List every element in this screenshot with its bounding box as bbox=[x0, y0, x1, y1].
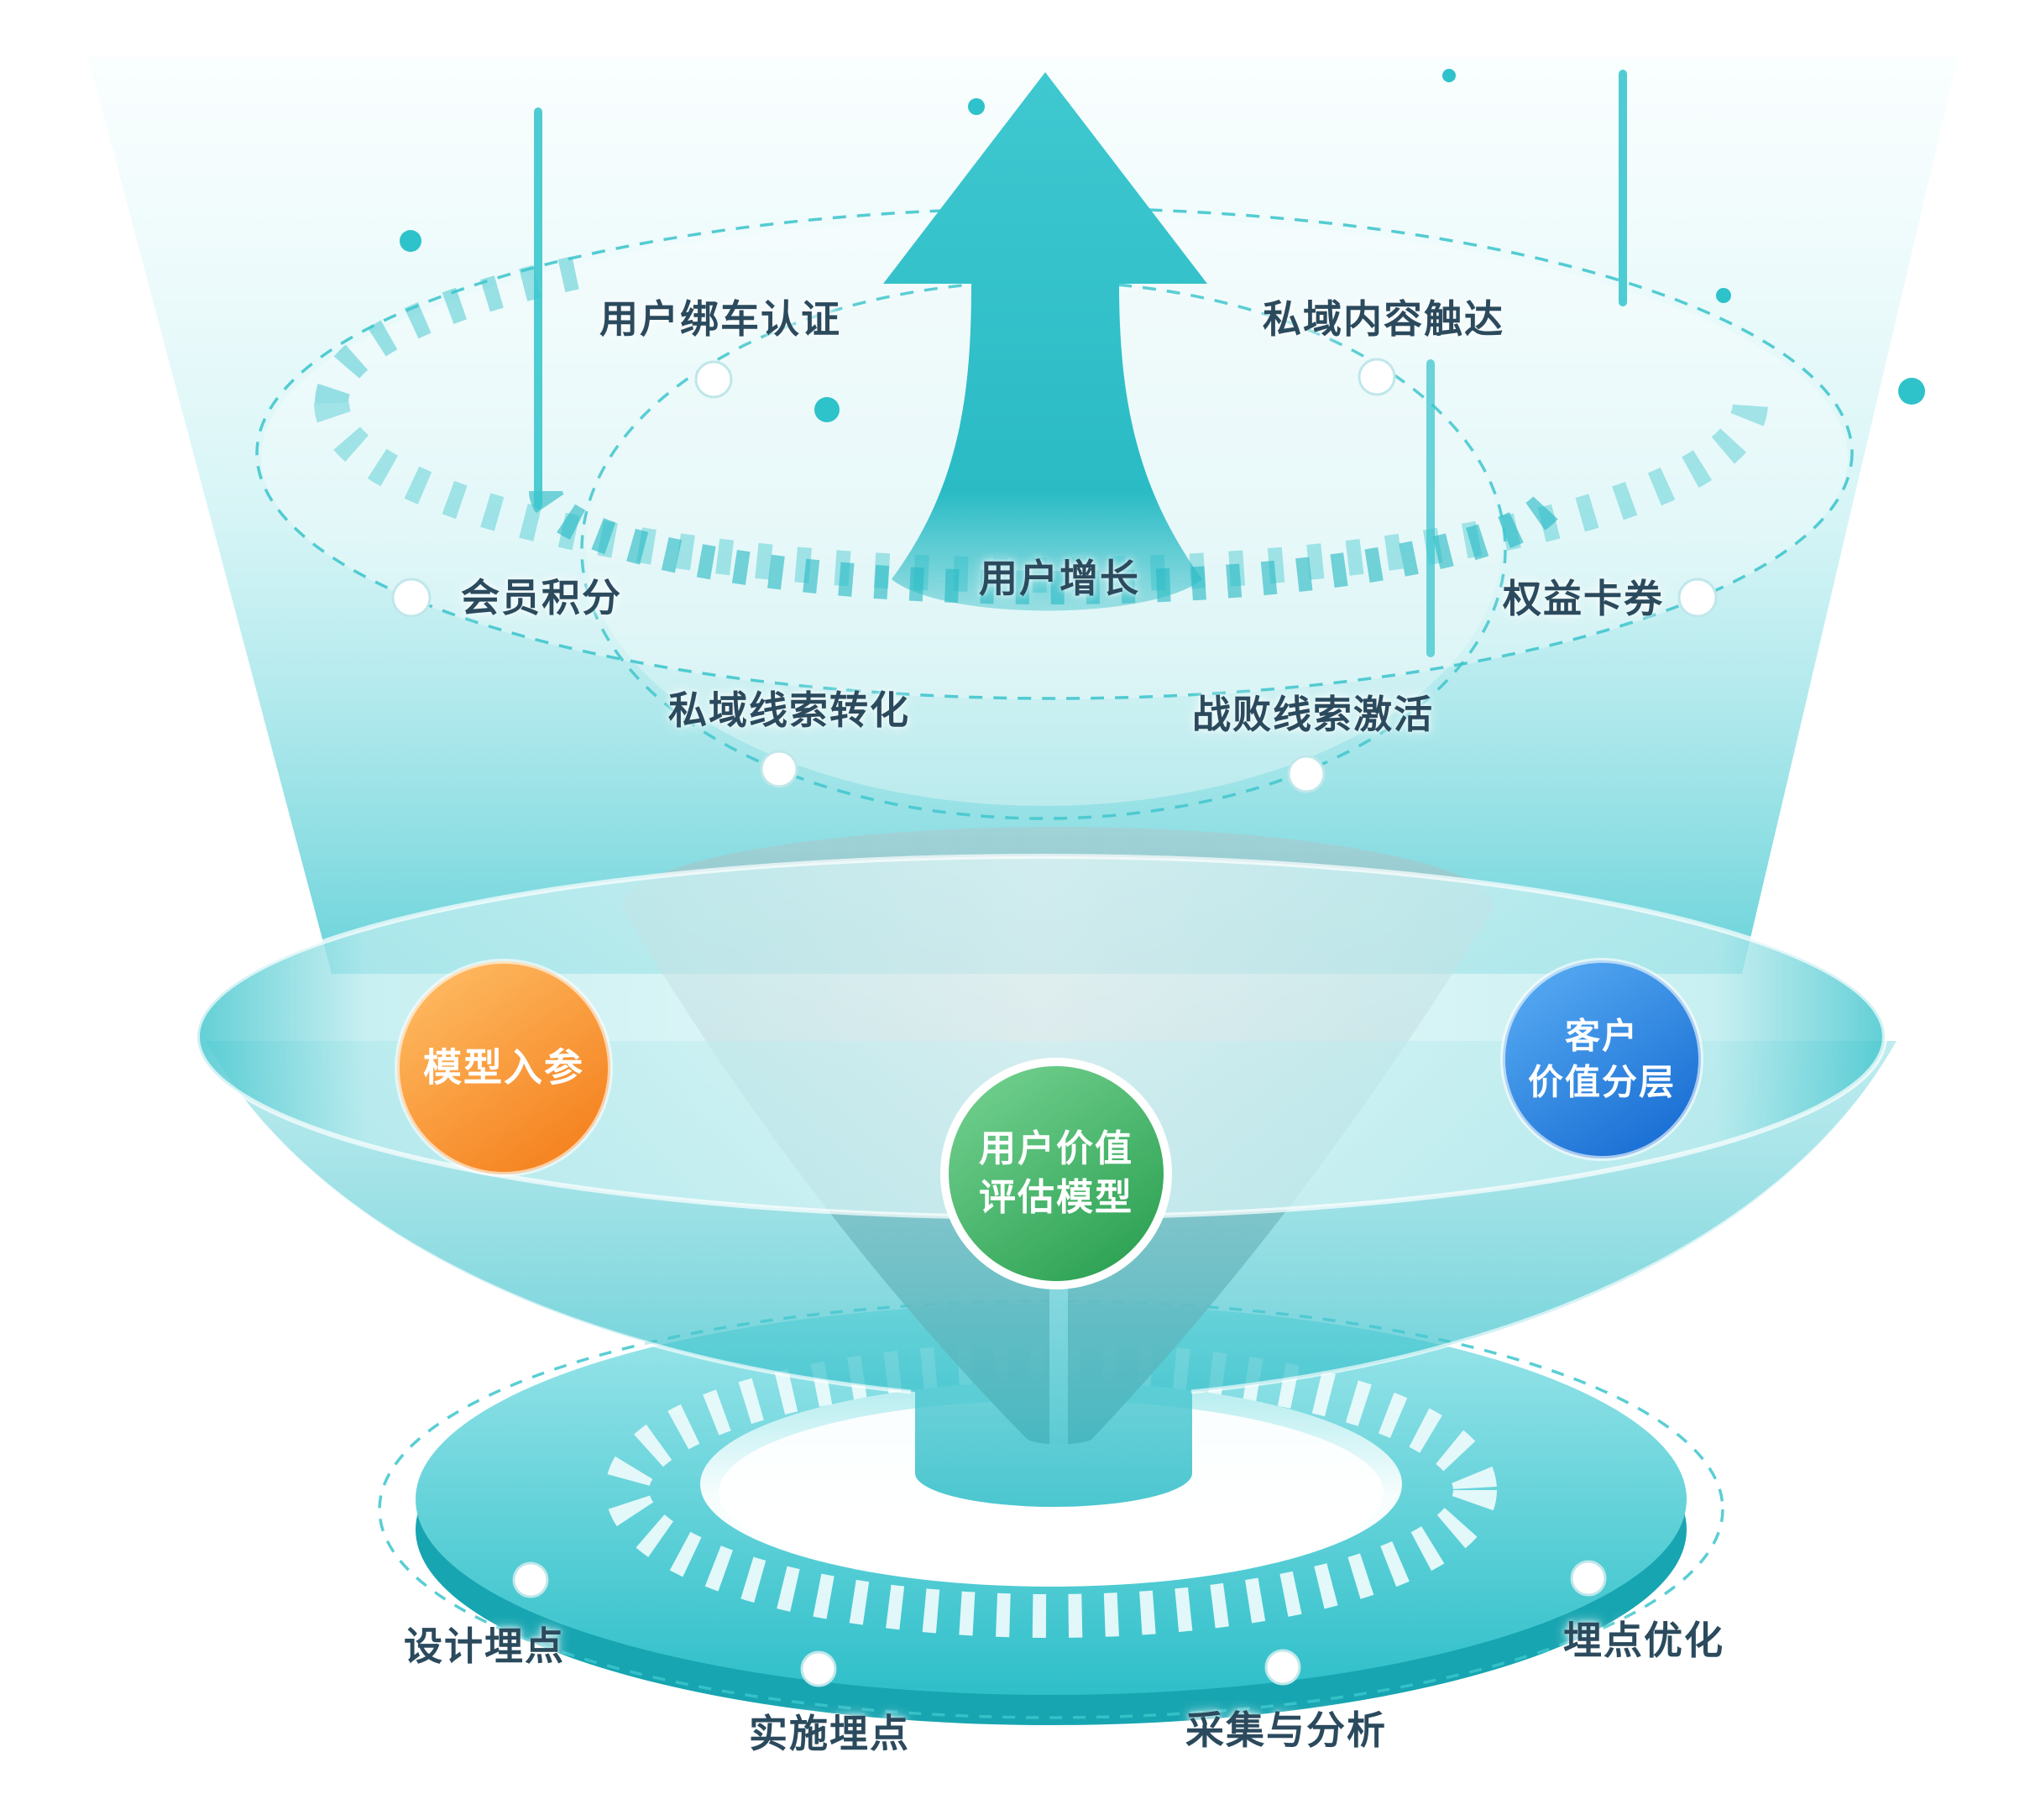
marker-member-points bbox=[391, 578, 432, 618]
label-model-output: 客户 价值分层 bbox=[1527, 1016, 1677, 1102]
mouth-tick-arc-dense bbox=[529, 489, 1570, 604]
label-implement-tracking: 实施埋点 bbox=[749, 1712, 910, 1755]
streak-line-center-right bbox=[1426, 359, 1435, 657]
label-optimize-tracking: 埋点优化 bbox=[1563, 1619, 1724, 1662]
marker-implement-tracking bbox=[800, 1650, 837, 1687]
label-defeated-lead-activation: 战败线索激活 bbox=[1192, 693, 1434, 736]
marker-defeated-lead-activation bbox=[1287, 755, 1326, 793]
label-benefit-coupons: 权益卡券 bbox=[1503, 577, 1664, 620]
growth-arrow bbox=[883, 72, 1207, 611]
label-model-input: 模型入参 bbox=[423, 1045, 584, 1090]
label-private-lead-conversion: 私域线索转化 bbox=[668, 688, 910, 732]
dashed-ellipse-inner bbox=[580, 280, 1507, 820]
marker-private-content-reach bbox=[1358, 358, 1396, 396]
decor-dots bbox=[400, 69, 1925, 422]
model-input-circle bbox=[395, 959, 613, 1177]
label-user-bind-auth: 用户绑车认证 bbox=[599, 297, 841, 341]
label-member-points: 会员积分 bbox=[461, 576, 622, 620]
label-user-growth: 用户增长 bbox=[979, 557, 1140, 600]
marker-private-lead-conversion bbox=[760, 750, 798, 788]
model-output-circle bbox=[1500, 958, 1703, 1161]
bowl-rim-right bbox=[1190, 1043, 1899, 1394]
label-private-content-reach: 私域内容触达 bbox=[1263, 297, 1504, 341]
marker-collect-analyze bbox=[1264, 1649, 1301, 1686]
bowl-rim-left bbox=[203, 1043, 912, 1394]
label-collect-analyze: 采集与分析 bbox=[1185, 1708, 1387, 1752]
marker-design-tracking bbox=[512, 1561, 549, 1598]
label-model-core: 用户价值 评估模型 bbox=[979, 1127, 1133, 1218]
streak-line-left bbox=[534, 107, 542, 509]
marker-user-bind-auth bbox=[694, 360, 733, 399]
marker-benefit-coupons bbox=[1677, 578, 1718, 618]
model-core-circle bbox=[940, 1058, 1172, 1289]
streak-line-right bbox=[1619, 70, 1627, 306]
label-design-tracking: 设计埋点 bbox=[404, 1624, 565, 1668]
lens-band bbox=[197, 856, 1885, 1217]
marker-optimize-tracking bbox=[1570, 1560, 1607, 1597]
ring-tick-band bbox=[605, 1342, 1497, 1638]
stage-markers bbox=[391, 358, 1718, 1687]
